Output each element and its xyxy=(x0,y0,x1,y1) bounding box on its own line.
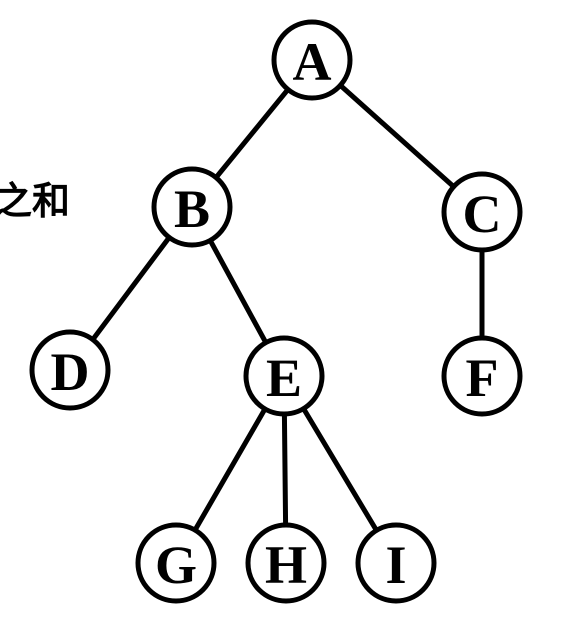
node-label: A xyxy=(293,32,332,92)
node-circle xyxy=(441,335,523,417)
node-circle xyxy=(245,522,327,604)
node-label: E xyxy=(266,348,302,408)
node-circle xyxy=(135,522,217,604)
node-circle xyxy=(355,522,437,604)
node-c: C xyxy=(441,171,523,253)
side-text-fragment: 之和 xyxy=(0,179,70,223)
node-circle xyxy=(151,166,233,248)
node-circle xyxy=(243,335,325,417)
node-label: C xyxy=(463,184,502,244)
node-g: G xyxy=(135,522,217,604)
node-label: I xyxy=(385,535,406,595)
node-circle xyxy=(29,329,111,411)
node-h: H xyxy=(245,522,327,604)
node-label: H xyxy=(265,535,307,595)
node-label: G xyxy=(155,535,197,595)
node-i: I xyxy=(355,522,437,604)
node-label: F xyxy=(466,348,499,408)
node-circle xyxy=(441,171,523,253)
nodes-layer: A B C D E F G H I xyxy=(29,19,523,604)
node-a: A xyxy=(271,19,353,101)
node-d: D xyxy=(29,329,111,411)
node-label: B xyxy=(174,179,210,239)
node-label: D xyxy=(51,342,90,402)
edges-layer xyxy=(67,57,485,566)
node-f: F xyxy=(441,335,523,417)
node-e: E xyxy=(243,335,325,417)
node-circle xyxy=(271,19,353,101)
node-b: B xyxy=(151,166,233,248)
